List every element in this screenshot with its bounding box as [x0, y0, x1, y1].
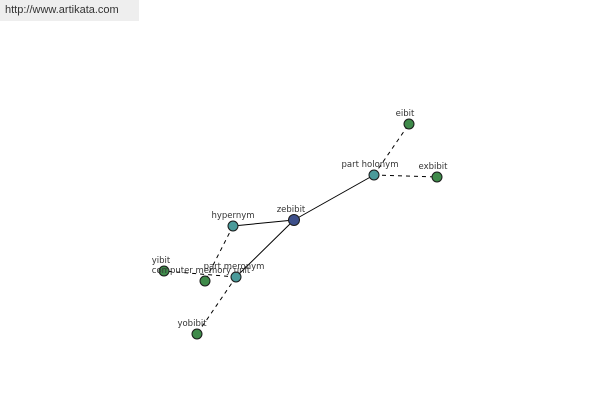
node-hypernym[interactable]	[227, 220, 239, 232]
edge-zebibit-to-hypernym	[232, 219, 295, 227]
node-label-eibit[interactable]: eibit	[396, 109, 415, 119]
edge-hypernym-to-computer_memory_unit	[204, 225, 234, 282]
node-computer-memory-unit[interactable]	[199, 275, 211, 287]
node-label-computer-memory-unit[interactable]: computer memory unit	[152, 266, 251, 276]
node-label-yibit[interactable]: yibit	[152, 256, 171, 266]
labels-layer: zebibit part holonym hypernym part meronym e…	[152, 109, 448, 329]
edge-part_holonym-to-exbibit	[373, 174, 438, 178]
node-label-hypernym[interactable]: hypernym	[211, 211, 254, 221]
node-exbibit[interactable]	[431, 171, 443, 183]
edge-zebibit-to-part_holonym	[293, 174, 375, 221]
node-label-yobibit[interactable]: yobibit	[177, 319, 207, 329]
node-part-holonym[interactable]	[368, 169, 380, 181]
edge-part_holonym-to-eibit	[373, 123, 410, 176]
node-label-part-meronym[interactable]: part meronym	[204, 262, 265, 272]
node-eibit[interactable]	[403, 118, 415, 130]
node-yibit[interactable]	[158, 265, 170, 277]
edge-zebibit-to-part_meronym	[235, 219, 295, 278]
edge-part_meronym-to-yobibit	[196, 276, 237, 335]
node-label-exbibit[interactable]: exbibit	[419, 162, 449, 172]
node-yobibit[interactable]	[191, 328, 203, 340]
site-url-label[interactable]: http://www.artikata.com	[0, 0, 139, 21]
node-part-meronym[interactable]	[230, 271, 242, 283]
nodes-layer	[158, 118, 443, 340]
edges-layer	[163, 123, 438, 335]
node-label-zebibit[interactable]: zebibit	[277, 205, 306, 215]
node-zebibit[interactable]	[288, 214, 300, 226]
node-label-part-holonym[interactable]: part holonym	[342, 160, 399, 170]
